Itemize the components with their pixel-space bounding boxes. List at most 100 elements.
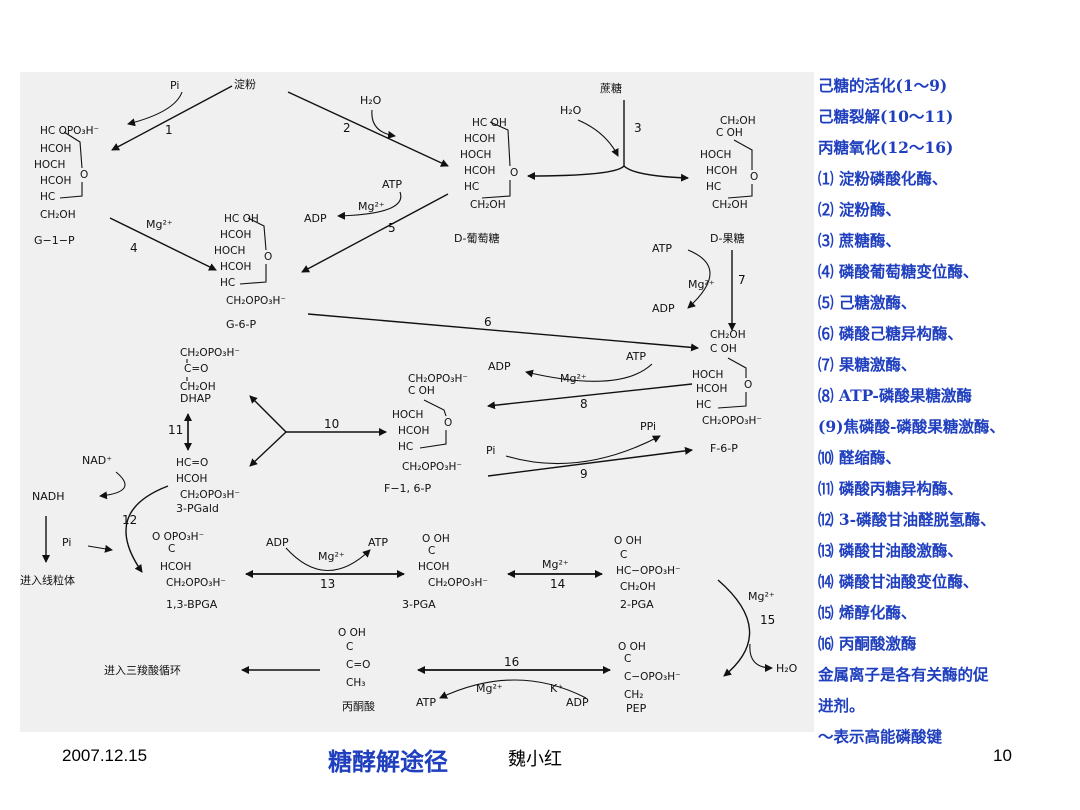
svg-text:CH₂OH: CH₂OH: [712, 199, 748, 211]
dhap-structure: CH₂OPO₃H⁻ C=O CH₂OH: [180, 347, 240, 393]
f6p-label: F-6-P: [710, 442, 738, 455]
legend-item: ⑷ 磷酸葡萄糖变位酶、: [818, 262, 979, 281]
mito-label: 进入线粒体: [20, 573, 75, 587]
arrow-step-10-dhap: [249, 395, 287, 433]
svg-text:C OH: C OH: [408, 385, 435, 397]
pga2-label: 2-PGA: [620, 598, 654, 611]
dhap-label: DHAP: [180, 392, 211, 405]
pi-label-9: Pi: [486, 444, 495, 457]
arrow-pi-in: [127, 91, 183, 127]
svg-text:C=O: C=O: [346, 659, 370, 671]
step-number-14: 14: [550, 577, 565, 591]
svg-text:HCOH: HCOH: [40, 175, 71, 187]
step-number-4: 4: [130, 241, 138, 255]
svg-text:O OH: O OH: [614, 535, 642, 547]
svg-text:C−OPO₃H⁻: C−OPO₃H⁻: [624, 671, 681, 683]
step-number-1: 1: [165, 123, 173, 137]
h2o-label-2: H₂O: [360, 94, 382, 107]
step-number-5: 5: [388, 221, 396, 235]
sucrose-label: 蔗糖: [600, 81, 622, 95]
svg-text:CH₂OPO₃H⁻: CH₂OPO₃H⁻: [166, 577, 226, 589]
svg-text:HC: HC: [40, 191, 55, 203]
svg-text:CH₃: CH₃: [346, 677, 365, 689]
svg-text:C: C: [428, 545, 435, 557]
svg-text:O: O: [80, 169, 88, 181]
legend-item: ⑿ 3-磷酸甘油醛脱氢酶、: [818, 510, 996, 529]
svg-text:HCOH: HCOH: [418, 561, 449, 573]
svg-text:O: O: [444, 417, 452, 429]
pi-label: Pi: [170, 79, 179, 92]
svg-text:O: O: [750, 171, 758, 183]
svg-text:O: O: [744, 379, 752, 391]
atp-label-5: ATP: [382, 178, 402, 191]
bpga-structure: O OPO₃H⁻ C HCOH CH₂OPO₃H⁻: [152, 531, 226, 589]
f16p-structure: CH₂OPO₃H⁻ C OH HOCH HCOH HC CH₂OPO₃H⁻ O: [392, 373, 468, 473]
mg-label-14: Mg²⁺: [542, 558, 569, 571]
step-number-3: 3: [634, 121, 642, 135]
legend-item: ⑻ ATP-磷酸果糖激酶: [818, 386, 972, 405]
svg-text:HOCH: HOCH: [34, 159, 65, 171]
mg-label-13: Mg²⁺: [318, 550, 345, 563]
svg-text:O OPO₃H⁻: O OPO₃H⁻: [152, 531, 204, 543]
svg-text:C: C: [624, 653, 631, 665]
legend-item: 己糖的活化(1～9): [818, 76, 948, 95]
svg-text:HOCH: HOCH: [392, 409, 423, 421]
f6p-structure: CH₂OH C OH HOCH HCOH HC CH₂OPO₃H⁻ O: [692, 329, 762, 427]
svg-text:HC: HC: [220, 277, 235, 289]
mg-label-7: Mg²⁺: [688, 278, 715, 291]
step-number-9: 9: [580, 467, 588, 481]
legend-item: ⒀ 磷酸甘油酸激酶、: [818, 541, 963, 560]
svg-text:O OH: O OH: [422, 533, 450, 545]
svg-text:C: C: [346, 641, 353, 653]
svg-text:CH₂OH: CH₂OH: [470, 199, 506, 211]
legend-item: ⑹ 磷酸己糖异构酶、: [818, 324, 963, 343]
legend-item: 进剂。: [818, 696, 865, 715]
svg-text:HCOH: HCOH: [220, 261, 251, 273]
enzyme-legend: 己糖的活化(1～9)己糖裂解(10～11)丙糖氧化(12～16)⑴ 淀粉磷酸化酶…: [818, 70, 1078, 752]
svg-text:CH₂OH: CH₂OH: [180, 381, 216, 393]
legend-item: ⑺ 果糖激酶、: [818, 355, 917, 374]
svg-text:HC: HC: [464, 181, 479, 193]
svg-text:O OH: O OH: [618, 641, 646, 653]
svg-text:HC OH: HC OH: [224, 213, 259, 225]
svg-text:CH₂OPO₃H⁻: CH₂OPO₃H⁻: [408, 373, 468, 385]
arrow-step-8: [487, 383, 693, 410]
svg-text:CH₂OPO₃H⁻: CH₂OPO₃H⁻: [180, 347, 240, 359]
pyruvate-label: 丙酮酸: [342, 699, 375, 713]
legend-item: ⑶ 蔗糖酶、: [818, 231, 901, 250]
g1p-structure: HC OPO₃H⁻ HCOH HOCH HCOH HC CH₂OH O: [34, 125, 99, 221]
arrow-adp-atp-13: [285, 547, 371, 571]
legend-item: (9)焦磷酸-磷酸果糖激酶、: [818, 417, 1005, 436]
mg-label-4: Mg²⁺: [146, 218, 173, 231]
step-number-13: 13: [320, 577, 335, 591]
atp-label-13: ATP: [368, 536, 388, 549]
svg-text:HOCH: HOCH: [700, 149, 731, 161]
svg-text:C: C: [620, 549, 627, 561]
svg-text:HCOH: HCOH: [160, 561, 191, 573]
svg-text:HOCH: HOCH: [460, 149, 491, 161]
legend-item: ～表示高能磷酸键: [818, 727, 943, 746]
adp-label-5: ADP: [304, 212, 327, 225]
arrow-atp-adp-5: [337, 191, 402, 220]
svg-text:HC=O: HC=O: [176, 457, 208, 469]
step-number-12: 12: [122, 513, 137, 527]
mg-label-8: Mg²⁺: [560, 372, 587, 385]
g6p-structure: HC OH HCOH HOCH HCOH HC CH₂OPO₃H⁻ O: [214, 213, 286, 307]
arrow-step-9: [487, 446, 693, 477]
arrow-step-3-left: [527, 165, 625, 180]
svg-text:HC: HC: [696, 399, 711, 411]
svg-text:CH₂OH: CH₂OH: [620, 581, 656, 593]
g1p-label: G−1−P: [34, 234, 75, 247]
svg-text:O: O: [264, 251, 272, 263]
svg-text:HC: HC: [706, 181, 721, 193]
h2o-label-15: H₂O: [776, 662, 798, 675]
legend-item: ⑸ 己糖激酶、: [818, 293, 917, 312]
atp-label-16: ATP: [416, 696, 436, 709]
adp-label-13: ADP: [266, 536, 289, 549]
fructose-structure: CH₂OH C OH HOCH HCOH HC CH₂OH O: [700, 115, 758, 211]
atp-label-8: ATP: [626, 350, 646, 363]
pep-structure: O OH C C−OPO₃H⁻ CH₂: [618, 641, 681, 701]
step-number-15: 15: [760, 613, 775, 627]
step-number-10: 10: [324, 417, 339, 431]
arrow-atp-adp-7: [687, 249, 711, 309]
